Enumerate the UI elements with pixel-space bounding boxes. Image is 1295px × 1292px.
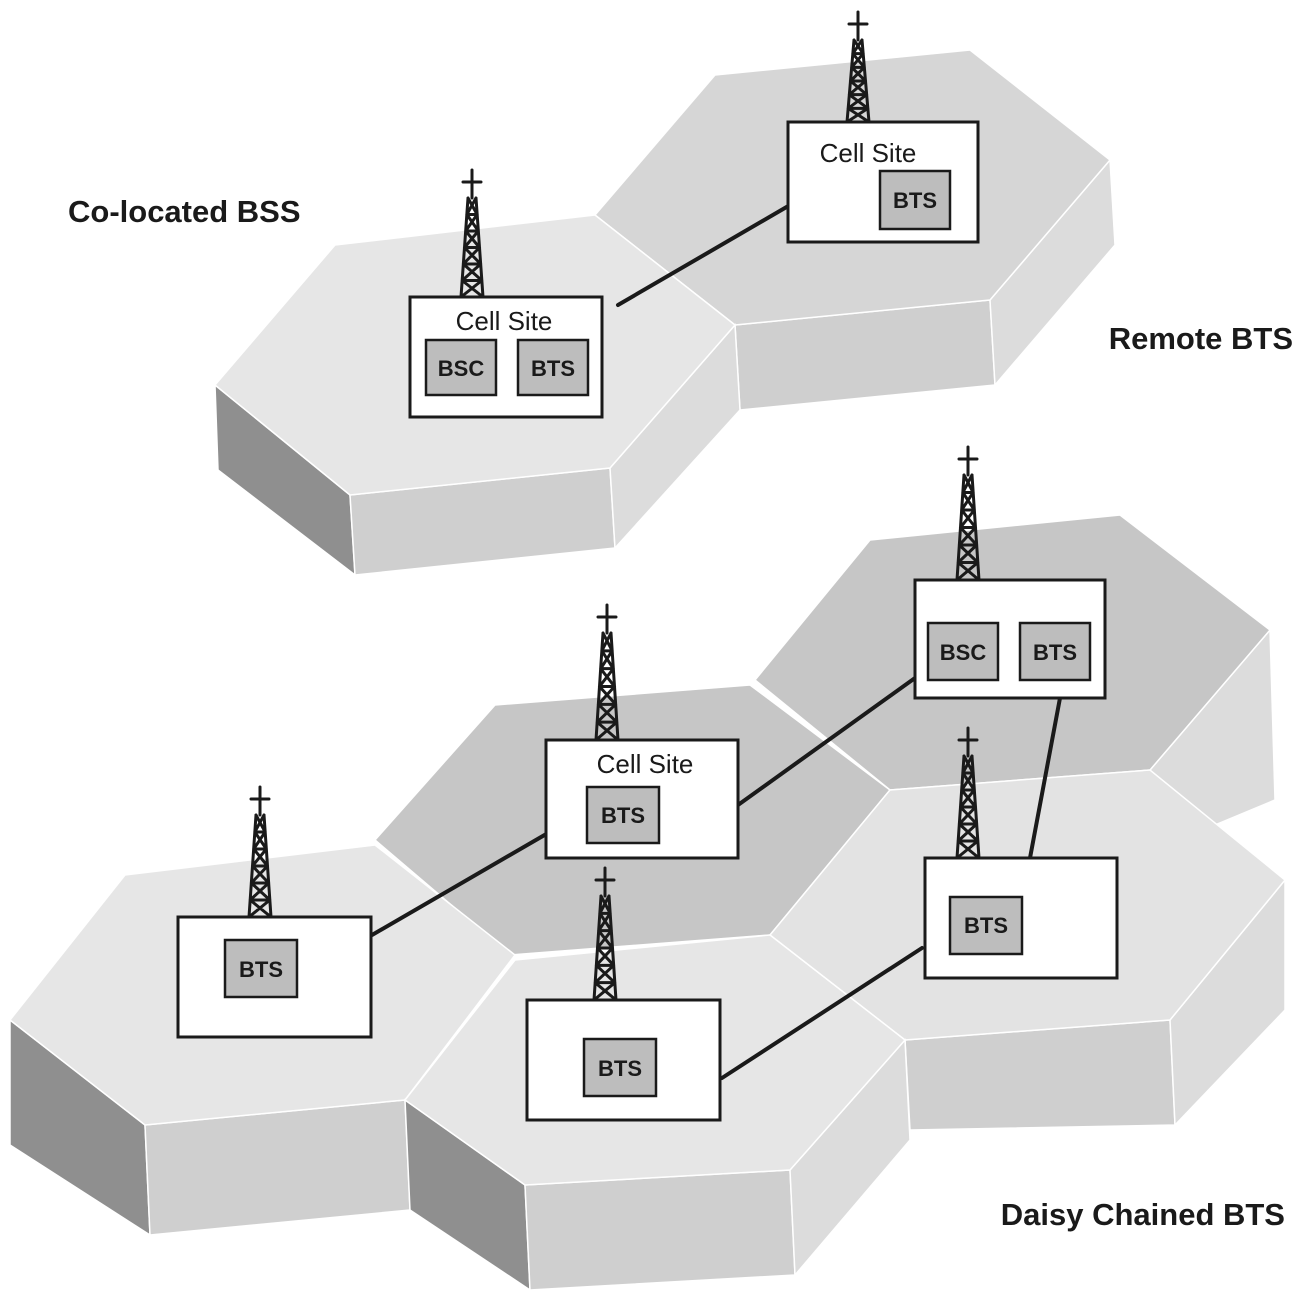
bts-site-left: BTS [176, 915, 373, 1039]
svg-text:BTS: BTS [893, 188, 937, 213]
svg-text:BTS: BTS [601, 803, 645, 828]
site-title: Cell Site [456, 306, 553, 336]
svg-text:BTS: BTS [598, 1056, 642, 1081]
cell-site-middle: Cell Site BTS [544, 738, 740, 860]
site-title: Cell Site [597, 749, 694, 779]
svg-text:BSC: BSC [940, 640, 987, 665]
link-colocated-to-remote [616, 203, 792, 307]
bts-unit [582, 1037, 658, 1098]
cell-site-remote: Cell Site BTS [786, 120, 980, 244]
label-colocated-bss: Co-located BSS [68, 194, 301, 229]
bsc-unit [424, 338, 498, 397]
svg-text:BTS: BTS [964, 913, 1008, 938]
label-daisy-chained-bts: Daisy Chained BTS [1001, 1197, 1285, 1232]
cell-site-bsc-hub: BSC BTS [913, 578, 1107, 700]
link-bsc-to-right [1028, 696, 1062, 860]
label-remote-bts: Remote BTS [1109, 321, 1293, 356]
bts-unit [516, 338, 590, 397]
svg-text:BTS: BTS [239, 957, 283, 982]
bts-site-right: BTS [923, 856, 1119, 980]
svg-text:BSC: BSC [438, 356, 485, 381]
svg-text:BTS: BTS [1033, 640, 1077, 665]
bsc-unit [926, 621, 1000, 682]
bts-unit [1018, 621, 1092, 682]
bts-site-front: BTS [525, 998, 722, 1122]
link-cellsite-to-left [370, 831, 550, 937]
site-title: Cell Site [820, 138, 917, 168]
bts-unit [223, 938, 299, 999]
bts-unit [878, 169, 952, 231]
bts-unit [585, 785, 661, 845]
bts-unit [948, 895, 1024, 956]
link-bsc-to-cellsite [736, 676, 917, 807]
cell-site-colocated: Cell Site BSC BTS [408, 295, 604, 419]
svg-text:BTS: BTS [531, 356, 575, 381]
link-right-to-front [720, 946, 924, 1080]
